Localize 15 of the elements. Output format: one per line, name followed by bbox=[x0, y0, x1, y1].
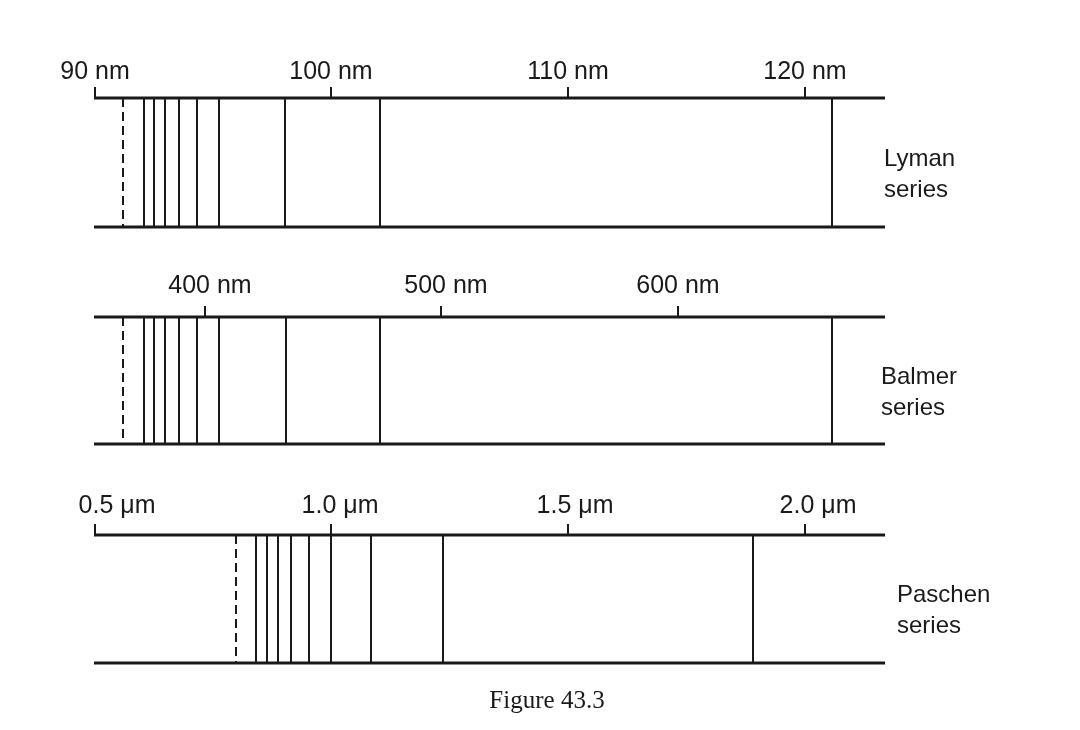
tick-label: 110 nm bbox=[527, 58, 609, 83]
tick-label: 600 nm bbox=[636, 272, 720, 297]
tick-label: 1.0 μm bbox=[301, 492, 379, 517]
tick-label: 100 nm bbox=[289, 58, 373, 83]
tick-label: 0.5 μm bbox=[78, 492, 156, 517]
tick-label: 1.5 μm bbox=[536, 492, 614, 517]
series-name: Paschen series bbox=[897, 579, 992, 640]
tick-label: 400 nm bbox=[168, 272, 252, 297]
tick-label: 120 nm bbox=[763, 58, 847, 83]
tick-label: 2.0 μm bbox=[779, 492, 857, 517]
tick-label: 90 nm bbox=[60, 58, 130, 83]
figure-caption: Figure 43.3 bbox=[489, 686, 605, 714]
series-name: Lyman series bbox=[884, 143, 957, 204]
tick-label: 500 nm bbox=[404, 272, 488, 297]
series-name: Balmer series bbox=[881, 361, 959, 422]
